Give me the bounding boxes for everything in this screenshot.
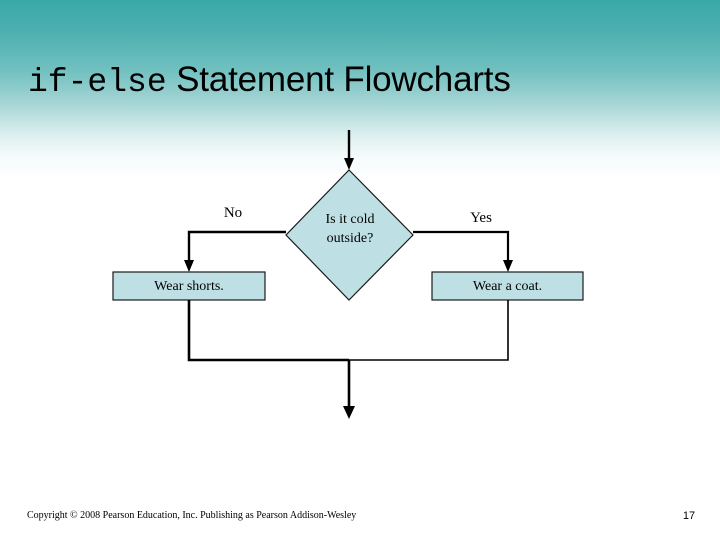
connector-yes-branch	[413, 230, 513, 272]
edge-label-yes: Yes	[470, 210, 492, 226]
page-title-text-part: Statement Flowcharts	[166, 60, 511, 99]
connector-left-merge	[187, 300, 349, 362]
edge-label-no: No	[223, 205, 243, 221]
connector-no-branch	[184, 230, 286, 272]
process-box-wear-a-coat[interactable]	[431, 271, 584, 301]
connector-right-merge	[349, 300, 509, 361]
process-box-wear-shorts[interactable]	[112, 271, 266, 301]
connector-exit-arrow	[343, 360, 355, 419]
decision-label-line-2: outside?	[326, 231, 374, 246]
page-title: if-else Statement Flowcharts	[28, 55, 688, 105]
decision-label-line-1: Is it cold	[325, 212, 375, 227]
page-title-code-part: if-else	[28, 64, 167, 101]
footer-copyright: Copyright © 2008 Pearson Education, Inc.…	[27, 510, 357, 521]
footer-page-number: 17	[682, 510, 696, 522]
decision-diamond[interactable]	[285, 169, 414, 301]
decision-label: Is it cold outside?	[286, 210, 414, 248]
process-label-wear-shorts: Wear shorts.	[154, 279, 224, 294]
process-label-wear-a-coat: Wear a coat.	[472, 279, 543, 294]
connector-entry-to-decision	[344, 130, 354, 170]
